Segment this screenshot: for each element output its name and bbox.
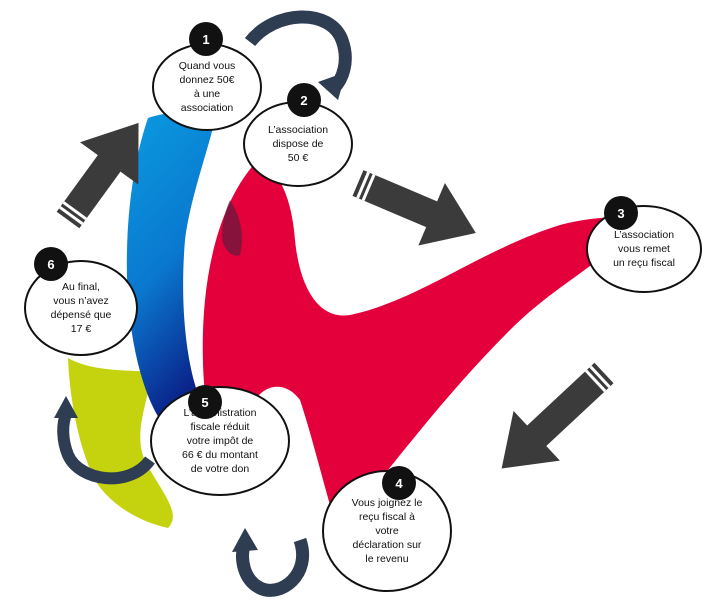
step-1-number: 1 xyxy=(202,31,210,47)
step-6-badge: 6 xyxy=(34,247,68,281)
step-3-bubble: L’association vous remet un reçu fiscal xyxy=(586,205,702,293)
step-4-badge: 4 xyxy=(382,466,416,500)
step-4-number: 4 xyxy=(395,475,403,491)
arrow-3-to-4 xyxy=(501,362,614,469)
curl-arrow-4-to-5 xyxy=(232,528,309,597)
arrow-6-to-1 xyxy=(56,122,139,229)
step-5-badge: 5 xyxy=(188,385,222,419)
step-1-bubble: Quand vous donnez 50€ à une association xyxy=(152,43,262,131)
lime-shape xyxy=(68,358,173,528)
step-1-badge: 1 xyxy=(189,22,223,56)
step-6-number: 6 xyxy=(47,256,55,272)
step-4-text: Vous joignez le reçu fiscal à votre décl… xyxy=(351,497,423,565)
step-3-number: 3 xyxy=(617,205,625,221)
red-shape xyxy=(202,160,640,512)
step-1-text: Quand vous donnez 50€ à une association xyxy=(178,60,236,114)
curl-arrow-5-to-6 xyxy=(54,396,155,485)
curl-arrow-1-to-2 xyxy=(244,10,352,100)
step-5-number: 5 xyxy=(201,394,209,410)
step-2-badge: 2 xyxy=(287,83,321,117)
blue-shape xyxy=(126,112,215,436)
step-2-number: 2 xyxy=(300,92,308,108)
step-6-bubble: Au final, vous n’avez dépensé que 17 € xyxy=(24,260,138,356)
step-2-text: L’association dispose de 50 € xyxy=(267,124,329,164)
step-6-text: Au final, vous n’avez dépensé que 17 € xyxy=(50,281,112,335)
arrow-2-to-3 xyxy=(352,170,476,246)
step-3-badge: 3 xyxy=(604,196,638,230)
step-5-bubble: L’administration fiscale réduit votre im… xyxy=(150,386,290,496)
step-3-text: L’association vous remet un reçu fiscal xyxy=(613,229,675,269)
step-5-text: L’administration fiscale réduit votre im… xyxy=(182,407,258,475)
